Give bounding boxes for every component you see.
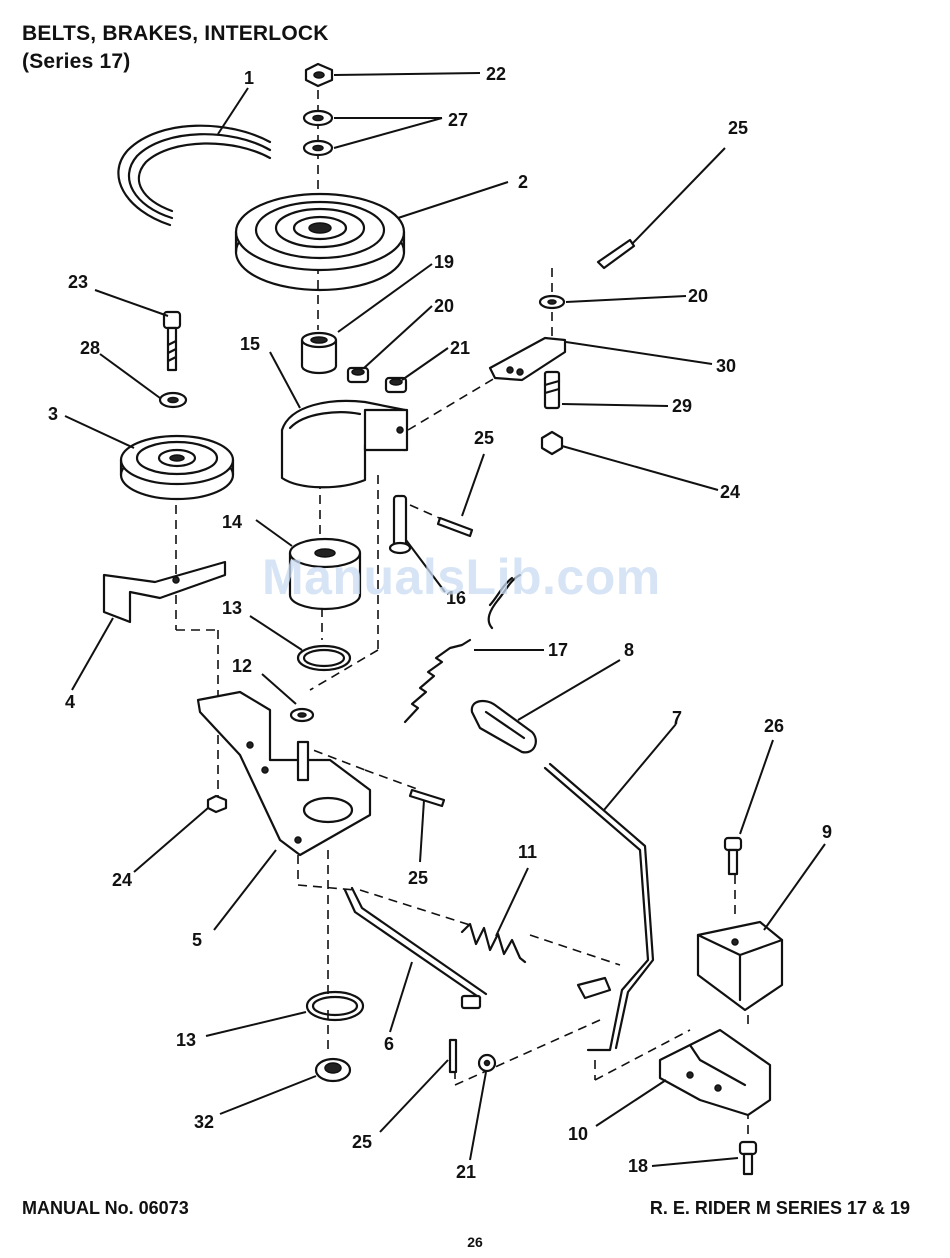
screw-18-part <box>740 1142 756 1174</box>
brake-plate-part <box>198 692 370 855</box>
callout-32: 32 <box>194 1112 214 1132</box>
callout-8: 8 <box>624 640 634 660</box>
callout-4: 4 <box>65 692 75 712</box>
callout-11: 11 <box>518 842 537 862</box>
callout-13-upper: 13 <box>222 598 242 618</box>
callout-2: 2 <box>518 172 528 192</box>
callout-19: 19 <box>434 252 454 272</box>
idler-bracket-part <box>104 562 225 622</box>
callout-6: 6 <box>384 1034 394 1054</box>
snap-ring-part <box>298 646 350 670</box>
spring-11-part <box>462 924 525 962</box>
nut-right-part <box>542 432 562 454</box>
bushing-12-part <box>291 709 313 721</box>
callout-17: 17 <box>548 640 568 660</box>
callout-24-right: 24 <box>720 482 740 502</box>
callout-21-lower: 21 <box>456 1162 476 1182</box>
callout-25-top: 25 <box>728 118 748 138</box>
manual-number: MANUAL No. 06073 <box>22 1198 189 1219</box>
handle-grip-part <box>472 701 536 752</box>
callout-3: 3 <box>48 404 58 424</box>
control-rod-part <box>545 764 653 1050</box>
page-number: 26 <box>0 1234 950 1250</box>
callout-26: 26 <box>764 716 784 736</box>
washer-20-part <box>540 296 564 308</box>
callout-25-mid: 25 <box>474 428 494 448</box>
washer-parts <box>304 111 332 155</box>
washer-21-part <box>479 1055 495 1071</box>
callout-10: 10 <box>568 1124 588 1144</box>
callout-22: 22 <box>486 64 506 84</box>
switch-bracket-part <box>660 1030 770 1115</box>
callout-23: 23 <box>68 272 88 292</box>
washer-28-part <box>160 393 186 407</box>
callout-30: 30 <box>716 356 736 376</box>
snap-ring-lower-part <box>307 992 363 1020</box>
callout-25-lower: 25 <box>408 868 428 888</box>
stud-part <box>545 372 559 408</box>
callout-29: 29 <box>672 396 692 416</box>
callout-1: 1 <box>244 68 254 88</box>
callout-leaders <box>65 73 825 1166</box>
nut-part <box>306 64 332 86</box>
model-name: R. E. RIDER M SERIES 17 & 19 <box>650 1198 910 1219</box>
v-belt-part <box>118 126 270 225</box>
callout-24-left: 24 <box>112 870 132 890</box>
screw-26-part <box>725 838 741 874</box>
callout-14: 14 <box>222 512 242 532</box>
callout-9: 9 <box>822 822 832 842</box>
nut-24-part <box>208 796 226 812</box>
chain-part <box>489 575 520 628</box>
callout-labels: 1 2 3 4 5 6 7 8 9 10 11 12 13 13 14 15 1… <box>48 64 832 1182</box>
idler-pulley-part <box>121 436 233 499</box>
bolt-part <box>164 312 180 370</box>
callout-5: 5 <box>192 930 202 950</box>
interlock-switch-part <box>698 922 782 1010</box>
spacer-parts <box>348 368 406 392</box>
bushing-part <box>302 333 336 373</box>
pin-part <box>390 496 410 553</box>
callout-15: 15 <box>240 334 260 354</box>
bearing-part <box>316 1059 350 1081</box>
callout-27: 27 <box>448 110 468 130</box>
callout-18: 18 <box>628 1156 648 1176</box>
clip-part <box>578 978 610 998</box>
large-pulley-part <box>236 194 404 290</box>
callout-20-right: 20 <box>688 286 708 306</box>
brake-band-part <box>282 401 407 487</box>
callout-21-upper: 21 <box>450 338 470 358</box>
callout-20-left: 20 <box>434 296 454 316</box>
linkage-rod-part <box>345 888 486 1008</box>
brake-drum-part <box>290 539 360 609</box>
callout-25-bottom: 25 <box>352 1132 372 1152</box>
callout-7: 7 <box>672 708 682 728</box>
spring-17-part <box>405 640 470 722</box>
callout-16: 16 <box>446 588 466 608</box>
callout-12: 12 <box>232 656 252 676</box>
callout-28: 28 <box>80 338 100 358</box>
callout-13-lower: 13 <box>176 1030 196 1050</box>
